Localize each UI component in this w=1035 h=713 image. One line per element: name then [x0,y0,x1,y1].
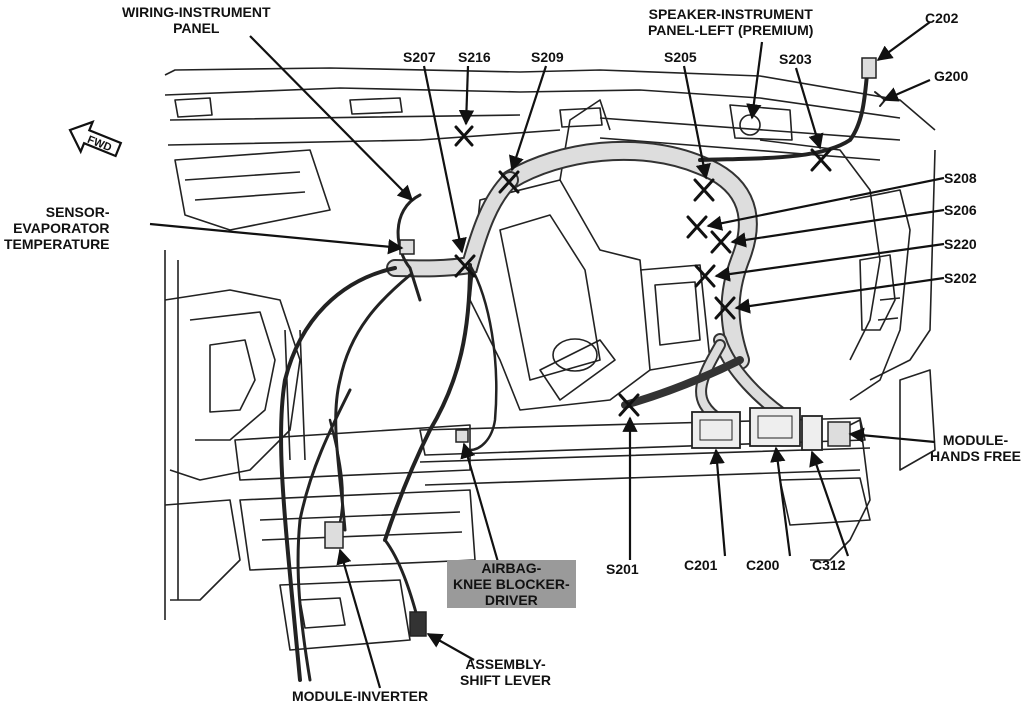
label-sensor-evaporator: SENSOR- EVAPORATOR TEMPERATURE [4,204,110,252]
splice-marks [454,125,832,417]
label-airbag-knee-blocker: AIRBAG- KNEE BLOCKER- DRIVER [447,560,576,608]
fwd-arrow-icon: FWD [68,120,123,158]
splice-mark-s201 [618,393,640,417]
label-g200: G200 [934,68,969,84]
leader-module-inverter [336,548,382,689]
label-assembly-shift-lever: ASSEMBLY- SHIFT LEVER [460,656,552,688]
leader-s208 [706,176,945,231]
label-module-inverter: MODULE-INVERTER [292,688,429,704]
leader-s207 [422,65,467,254]
label-s209: S209 [531,49,564,65]
leader-airbag [460,442,500,563]
label-s202: S202 [944,270,977,286]
label-s205: S205 [664,49,697,65]
splice-mark-s220 [694,264,716,288]
label-s208: S208 [944,170,977,186]
label-c200: C200 [746,557,780,573]
leader-s216 [458,65,475,126]
splice-mark-s206 [710,230,732,254]
leader-s202 [734,276,945,314]
splice-mark-s216 [454,125,474,147]
leader-c312 [809,450,850,557]
leader-speaker [746,41,764,120]
harness-bundles [278,57,887,682]
label-module-hands-free: MODULE- HANDS FREE [930,432,1022,464]
label-c202: C202 [925,10,959,26]
label-c201: C201 [684,557,718,573]
leader-c200 [770,446,792,557]
leader-g200 [882,78,931,102]
splice-mark-s209 [498,170,520,194]
splice-mark-s202 [714,296,736,320]
label-s220: S220 [944,236,977,252]
label-s203: S203 [779,51,812,67]
leader-s205 [682,65,711,180]
label-c312: C312 [812,557,846,573]
splice-mark-s208 [686,215,708,239]
leader-s203 [794,67,824,150]
leader-s220 [714,242,945,282]
leader-c202 [876,21,931,61]
label-s206: S206 [944,202,977,218]
leader-s209 [508,65,548,172]
leader-sensor-evaporator [149,222,404,255]
leader-wiring-instrument-panel [249,35,414,202]
leader-shift-lever [426,633,475,661]
label-s216: S216 [458,49,491,65]
leader-module-hands-free [848,427,936,444]
leader-s206 [730,208,945,248]
splice-mark-s203 [810,148,832,172]
leader-lines [149,21,945,689]
label-wiring-instrument-panel: WIRING-INSTRUMENT PANEL [122,4,271,36]
splice-mark-s207 [454,254,476,278]
label-s201: S201 [606,561,639,577]
leader-c201 [709,448,727,557]
label-s207: S207 [403,49,436,65]
fwd-label: FWD [86,134,114,155]
label-speaker-instrument-panel: SPEAKER-INSTRUMENT PANEL-LEFT (PREMIUM) [648,6,814,38]
splice-mark-s205 [693,178,715,202]
